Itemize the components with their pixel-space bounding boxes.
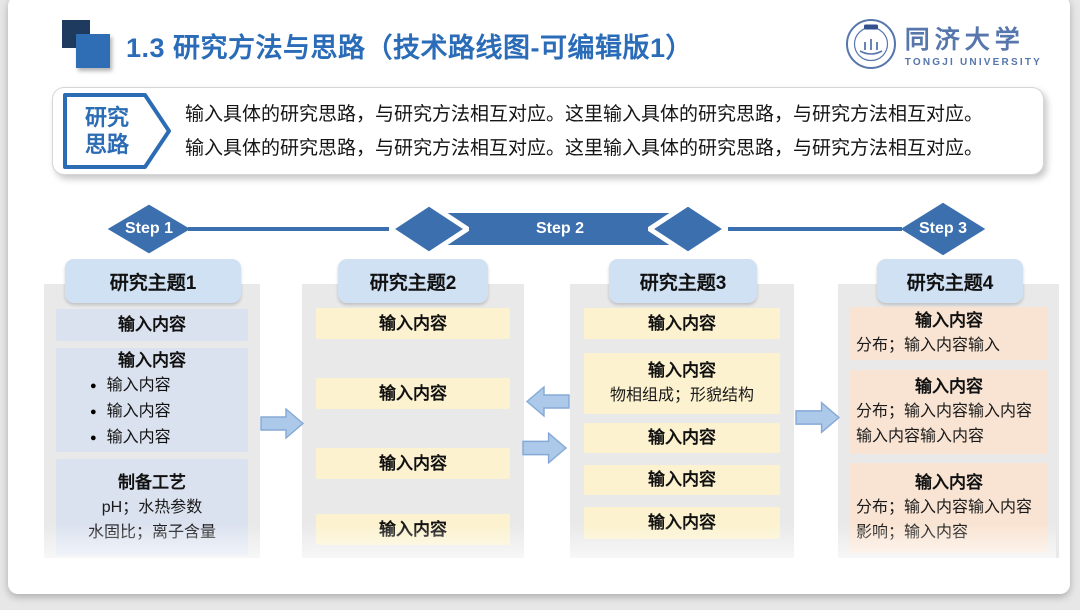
content-box: 输入内容 物相组成；形貌结构 (584, 353, 780, 414)
step-connector-line (720, 227, 902, 231)
content-box: 输入内容 (316, 308, 510, 339)
intro-line: 输入具体的研究思路，与研究方法相互对应。这里输入具体的研究思路，与研究方法相互对… (185, 138, 984, 159)
title-accent-square-blue-icon (76, 34, 110, 68)
step1-label: Step 1 (124, 220, 173, 237)
content-box: 输入内容 ● 输入内容 ● 输入内容 ● 输入内容 (56, 348, 248, 452)
flow-arrow-right-icon (260, 407, 305, 440)
content-box-title: 输入内容 (648, 313, 716, 333)
column4-header: 研究主题4 (877, 259, 1023, 303)
content-box-line: pH；水热参数 (101, 498, 203, 516)
content-box-title: 输入内容 (379, 313, 447, 333)
column3-header: 研究主题3 (609, 259, 757, 303)
content-box: 输入内容 (316, 378, 510, 409)
slide-title: 1.3 研究方法与思路（技术路线图-可编辑版1） (126, 33, 694, 63)
step2-left-diamond-icon (389, 202, 469, 256)
label-line-1: 研究 (84, 105, 129, 130)
content-box-title: 输入内容 (379, 453, 447, 473)
content-box-title: 输入内容 (379, 383, 447, 403)
tongji-emblem-icon (845, 19, 896, 69)
content-box-line: 物相组成；形貌结构 (609, 387, 754, 404)
step2-bar: Step 2 (446, 213, 674, 245)
university-logo: 同济大学 TONGJI UNIVERSITY (845, 18, 1042, 70)
step2-label: Step 2 (535, 220, 584, 237)
step2-right-diamond-icon (648, 202, 728, 256)
bullet-item: ● 输入内容 (62, 373, 242, 399)
bullet-text: 输入内容 (106, 377, 171, 394)
step3-label: Step 3 (918, 220, 967, 237)
content-box: 输入内容 (56, 309, 248, 341)
content-box-title: 输入内容 (915, 473, 983, 492)
content-box-title: 输入内容 (648, 361, 716, 380)
bullet-icon: ● (90, 406, 97, 418)
bullet-icon: ● (90, 380, 97, 392)
content-box-title: 输入内容 (118, 351, 186, 370)
bullet-text: 输入内容 (106, 403, 171, 420)
flow-arrow-left-icon (525, 385, 570, 418)
bottom-fade-overlay (22, 524, 1056, 586)
content-box-title: 输入内容 (915, 311, 983, 330)
content-box: 输入内容 (584, 465, 780, 495)
pentagon-label-shape (63, 93, 171, 169)
bullet-item: ● 输入内容 (62, 399, 242, 425)
intro-line: 输入具体的研究思路，与研究方法相互对应。这里输入具体的研究思路，与研究方法相互对… (185, 104, 984, 125)
content-box-title: 制备工艺 (118, 472, 186, 492)
content-box-title: 输入内容 (118, 315, 186, 334)
step1-diamond: Step 1 (106, 203, 192, 255)
bullet-text: 输入内容 (106, 429, 171, 446)
label-line-2: 思路 (84, 132, 129, 157)
content-box: 输入内容 (584, 423, 780, 453)
intro-text: 输入具体的研究思路，与研究方法相互对应。这里输入具体的研究思路，与研究方法相互对… (185, 98, 1035, 166)
bullet-item: ● 输入内容 (62, 425, 242, 451)
content-box-line: 分布；输入内容输入 (856, 337, 1001, 354)
column2-header: 研究主题2 (338, 259, 488, 303)
content-box: 输入内容 (316, 448, 510, 479)
research-approach-banner: 研究 思路 输入具体的研究思路，与研究方法相互对应。这里输入具体的研究思路，与研… (52, 87, 1044, 175)
content-box: 输入内容 (584, 308, 780, 339)
step3-diamond: Step 3 (899, 201, 987, 257)
content-box: 输入内容 分布；输入内容输入 (850, 307, 1048, 360)
research-approach-label: 研究 思路 (61, 91, 153, 171)
content-box-title: 输入内容 (915, 377, 983, 396)
content-box-title: 输入内容 (648, 428, 716, 447)
content-box-line: 分布；输入内容输入内容输入内容输入内容 (856, 403, 1033, 445)
slide-card: 1.3 研究方法与思路（技术路线图-可编辑版1） 同济大学 TONGJI UNI… (8, 0, 1070, 594)
column1-header: 研究主题1 (65, 259, 241, 303)
flow-arrow-right-icon (795, 401, 841, 434)
content-box: 输入内容 分布；输入内容输入内容输入内容输入内容 (850, 370, 1048, 454)
step-connector-line (188, 227, 396, 231)
logo-english-name: TONGJI UNIVERSITY (904, 57, 1042, 68)
logo-text: 同济大学 TONGJI UNIVERSITY (905, 20, 1042, 68)
flow-arrow-right-icon (522, 431, 568, 465)
bullet-icon: ● (90, 432, 97, 444)
logo-chinese-name: 同济大学 (904, 27, 1025, 54)
content-box-title: 输入内容 (648, 470, 716, 489)
